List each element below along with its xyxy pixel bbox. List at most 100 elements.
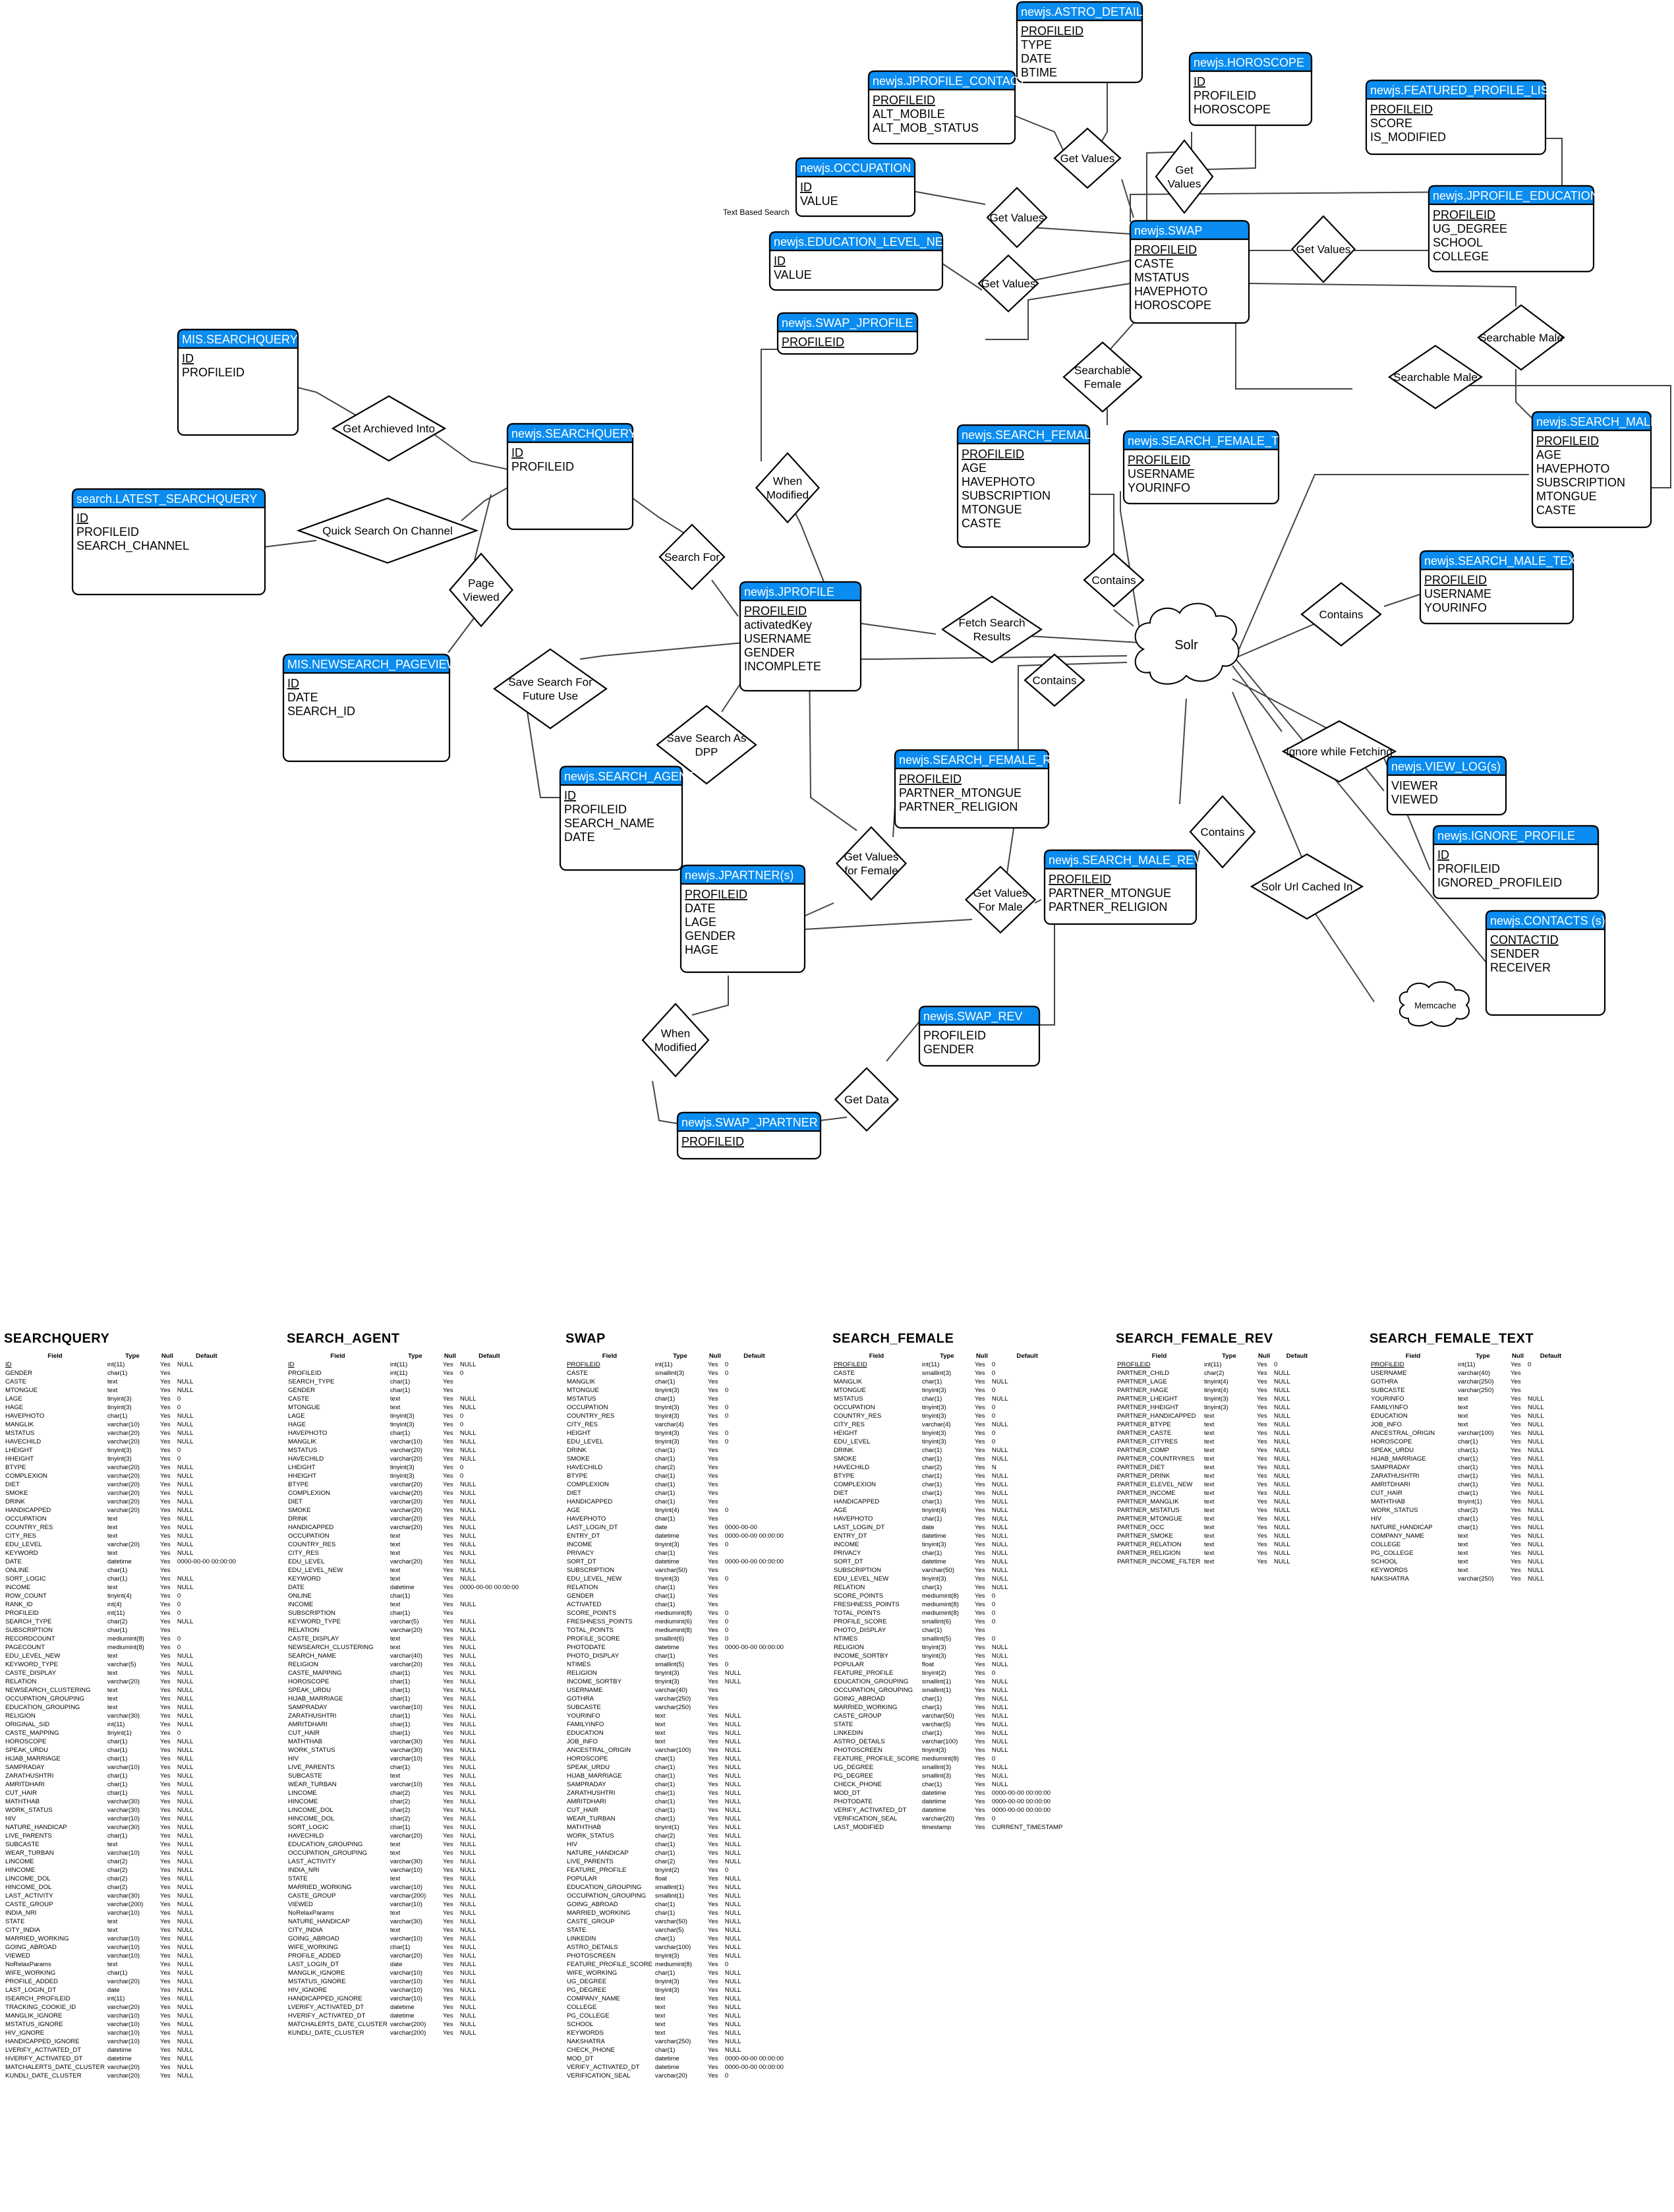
table-cell [176, 1626, 237, 1635]
table-cell: char(1) [654, 1849, 676, 1857]
table-cell: COMPLEXION [567, 1481, 609, 1488]
entity-field: PROFILEID [1128, 453, 1190, 467]
table-cell: Yes [707, 1678, 718, 1685]
entity-field: UG_DEGREE [1433, 222, 1507, 236]
table-cell: NULL [1528, 1498, 1544, 1505]
table-cell: 0 [177, 1635, 181, 1643]
table-cell: NULL [1528, 1430, 1544, 1437]
table-cell: varchar(20) [390, 1952, 422, 1960]
entity-field: TYPE [1021, 38, 1052, 51]
table-cell: varchar(30) [107, 1807, 140, 1814]
table-cell: mediumint(8) [654, 1961, 692, 1968]
relationship-r24: Solr Url Cached In [1250, 853, 1364, 920]
table-cell [176, 1566, 237, 1575]
relationship-diamond [1250, 853, 1364, 920]
table-cell: SORT_DT [567, 1558, 596, 1565]
table-cell: RELIGION [834, 1644, 864, 1651]
table-cell: 0 [459, 1472, 464, 1480]
table-cell: Yes [159, 1370, 171, 1377]
table-cell: NULL [724, 1670, 741, 1677]
table-cell: Yes [974, 1532, 985, 1540]
table-cell: NULL [459, 1515, 476, 1523]
table-cell: Yes [442, 1584, 453, 1591]
table-cell: SUBSCRIPTION [5, 1627, 53, 1634]
table-cell: NULL [991, 1695, 1008, 1703]
table-cell: 0000-00-00 00:00:00 [724, 1532, 784, 1540]
table-cell: Yes [159, 1858, 171, 1865]
table-cell: int(11) [1458, 1361, 1476, 1368]
table-cell: Yes [159, 1507, 171, 1514]
table-cell: Yes [974, 1592, 985, 1600]
table-cell: Yes [159, 1978, 171, 1985]
table-cell: NULL [1274, 1455, 1290, 1463]
table-cell: CUT_HAIR [1371, 1490, 1402, 1497]
table-cell: varchar(10) [390, 1901, 422, 1908]
table-cell: tinyint(3) [921, 1387, 946, 1394]
relationship-label: For Male [978, 901, 1022, 914]
table-cell: varchar(5) [107, 1661, 136, 1668]
table-cell: PARTNER_BTYPE [1117, 1421, 1171, 1428]
table-cell: Yes [974, 1361, 985, 1368]
table-cell: RELATION [834, 1584, 865, 1591]
table-cell: Yes [707, 2029, 718, 2037]
table-cell: FEATURE_PROFILE_SCORE [567, 1961, 652, 1968]
table-cell: int(11) [390, 1370, 408, 1377]
table-cell: NULL [724, 2029, 741, 2037]
table-cell: tinyint(3) [390, 1472, 415, 1480]
table-cell: 0 [991, 1635, 996, 1643]
entity-header [867, 70, 1016, 91]
table-cell: tinyint(4) [654, 1507, 679, 1514]
table-cell: PARTNER_COMP [1117, 1447, 1170, 1454]
table-cell: Yes [442, 1618, 453, 1625]
table-cell: Yes [707, 1670, 718, 1677]
table-cell: NULL [1528, 1404, 1544, 1411]
table-cell: EDU_LEVEL [567, 1438, 604, 1445]
relationship-label: Get Values [1296, 243, 1351, 256]
entity-title: newjs.SWAP_REV [923, 1010, 1022, 1024]
table-cell: char(1) [107, 1969, 128, 1977]
table-cell: NULL [1274, 1430, 1290, 1437]
table-cell: PROFILEID [1117, 1361, 1151, 1368]
table-cell: Yes [442, 1541, 453, 1548]
table-cell: MSTATUS [834, 1395, 863, 1403]
table-cell: Yes [1511, 1472, 1521, 1480]
entity-field: RECEIVER [1490, 961, 1551, 974]
table-cell: Yes [159, 1627, 171, 1634]
table-cell: WIFE_WORKING [567, 1969, 618, 1977]
table-cell: PARTNER_MANGLIK [1117, 1498, 1179, 1505]
table-cell: Yes [442, 1447, 453, 1454]
table-cell: PARTNER_MSTATUS [1117, 1507, 1180, 1514]
table-cell: varchar(4) [921, 1421, 951, 1428]
relationship-diamond [755, 451, 820, 524]
table-cell: Yes [1257, 1430, 1267, 1437]
entity-field: GENDER [685, 929, 736, 943]
table-cell [724, 1566, 785, 1575]
table-cell: NULL [724, 1884, 741, 1891]
entity-field: ID [564, 789, 576, 802]
table-cell: tinyint(3) [654, 1952, 679, 1960]
table-cell: HINCOME_DOL [288, 1815, 335, 1822]
table-cell: text [1458, 1558, 1468, 1565]
relationship-r13: Search For [658, 523, 726, 591]
table-cell: NULL [459, 1430, 476, 1437]
table-cell: 0 [724, 1430, 729, 1437]
table-cell: PARTNER_DRINK [1117, 1472, 1170, 1480]
table-cell: SMOKE [288, 1507, 311, 1514]
